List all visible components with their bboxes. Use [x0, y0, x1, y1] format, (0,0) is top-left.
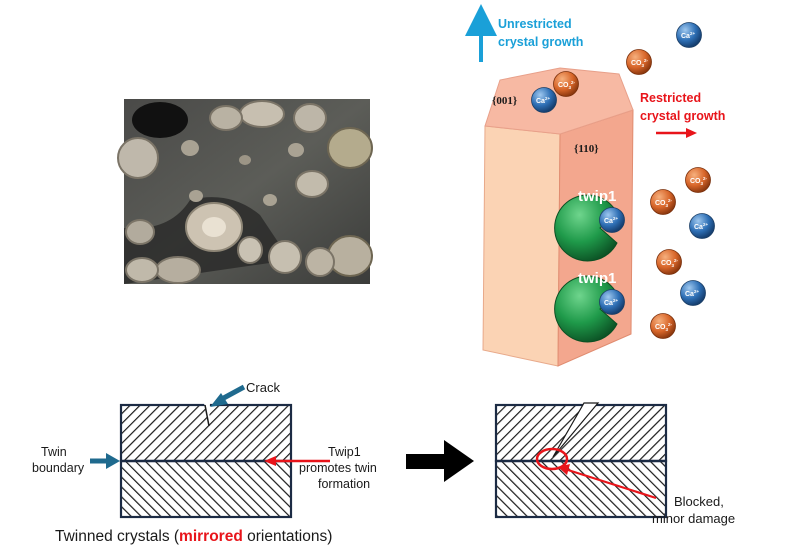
blocked-label-line2: minor damage — [652, 511, 735, 526]
calcium-ion-6 — [689, 213, 715, 239]
calcium-ion-0 — [676, 22, 702, 48]
carbonate-ion-label-5: CO32- — [655, 198, 673, 208]
twip1-promotes-label-line3: formation — [318, 477, 370, 491]
calcium-ion-8 — [680, 280, 706, 306]
calcium-ion-10 — [599, 207, 625, 233]
face-001-label: {001} — [492, 95, 517, 107]
twinned-caption: Twinned crystals (mirrored orientations) — [55, 528, 332, 545]
blocked-label-line1: Blocked, — [674, 494, 724, 509]
crack-label: Crack — [246, 380, 280, 395]
twip1-promotes-label-line1: Twip1 — [328, 445, 361, 459]
calcium-ion-label-11: Ca2+ — [604, 298, 618, 307]
twip1-promotes-label-line2: promotes twin — [299, 461, 377, 475]
unrestricted-label-line1: Unrestricted — [498, 17, 572, 31]
calcium-ion-label-3: Ca2+ — [536, 96, 550, 105]
carbonate-ion-9 — [650, 313, 676, 339]
twin-boundary-label-line1: Twin — [41, 445, 67, 459]
crack-arrow — [210, 384, 246, 407]
twinned-crystal-box — [119, 403, 293, 519]
calcium-ion-label-0: Ca2+ — [681, 31, 695, 40]
carbonate-ion-2 — [553, 71, 579, 97]
carbonate-ion-label-4: CO32- — [690, 176, 708, 186]
blocked-arrow — [558, 464, 657, 500]
twip1-label-upper: twip1 — [578, 188, 616, 205]
carbonate-ion-label-9: CO32- — [655, 322, 673, 332]
twip1-promotes-arrow — [264, 456, 330, 466]
twip1-protein-upper — [554, 194, 618, 262]
unrestricted-label-line2: crystal growth — [498, 35, 583, 49]
limpet-photo — [117, 99, 373, 284]
ion-cloud: Ca2+ CO32- CO32- Ca2+ CO32- CO32- Ca2+ CO32- Ca2… — [531, 22, 715, 339]
damaged-crystal-box — [494, 403, 668, 519]
twip1-protein-lower — [554, 275, 618, 343]
face-110-label: {110} — [574, 143, 599, 155]
calcium-ion-11 — [599, 289, 625, 315]
carbonate-ion-label-1: CO32- — [631, 58, 649, 68]
restricted-growth-arrow — [656, 128, 697, 138]
carbonate-ion-4 — [685, 167, 711, 193]
calcium-ion-3 — [531, 87, 557, 113]
carbonate-ion-label-7: CO32- — [661, 258, 679, 268]
restricted-label-line1: Restricted — [640, 91, 701, 105]
carbonate-ion-5 — [650, 189, 676, 215]
transition-arrow — [406, 440, 474, 482]
restricted-label-line2: crystal growth — [640, 109, 725, 123]
calcium-ion-label-6: Ca2+ — [694, 222, 708, 231]
carbonate-ion-label-2: CO32- — [558, 80, 576, 90]
twip1-label-lower: twip1 — [578, 270, 616, 287]
twin-boundary-label-line2: boundary — [32, 461, 85, 475]
twin-boundary-arrow — [90, 453, 120, 469]
carbonate-ion-7 — [656, 249, 682, 275]
carbonate-ion-1 — [626, 49, 652, 75]
blocked-highlight-circle — [535, 447, 569, 471]
calcium-ion-label-8: Ca2+ — [685, 289, 699, 298]
crack-notch — [204, 403, 210, 427]
caption-highlight: mirrored — [179, 528, 243, 545]
calcium-ion-label-10: Ca2+ — [604, 216, 618, 225]
propagated-crack — [552, 402, 600, 458]
